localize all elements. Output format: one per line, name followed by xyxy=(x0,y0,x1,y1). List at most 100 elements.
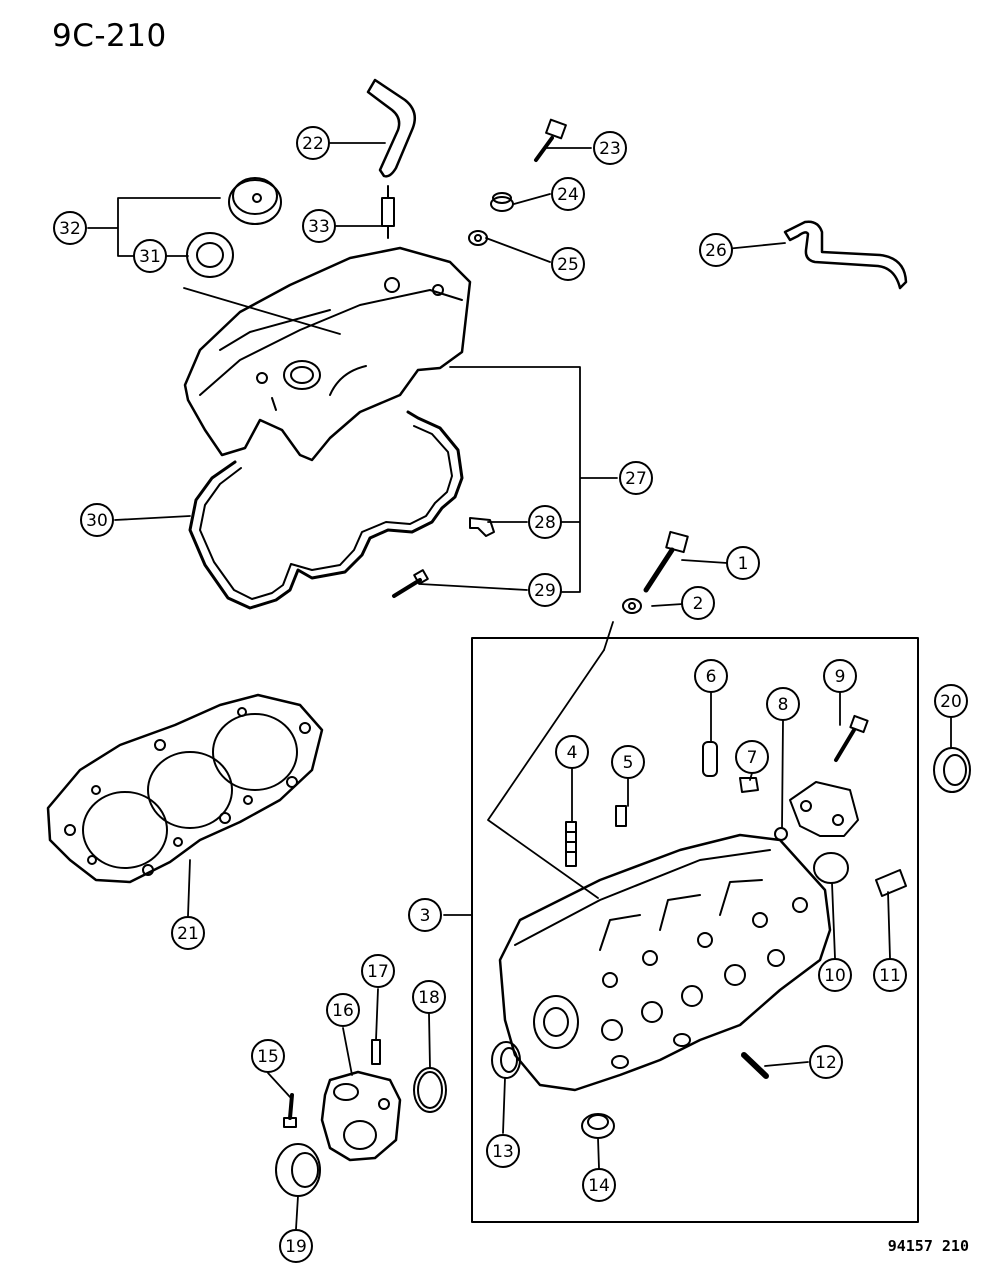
callout-17: 17 xyxy=(361,954,395,988)
page-code: 9C-210 xyxy=(52,18,167,54)
callout-circle xyxy=(823,659,857,693)
callout-number: 7 xyxy=(747,748,758,768)
cap-seal-part xyxy=(186,232,234,278)
callout-31: 31 xyxy=(133,239,167,273)
valve-guide-6-part xyxy=(702,741,718,777)
o-ring-part xyxy=(413,1067,447,1113)
callout-number: 19 xyxy=(285,1237,307,1257)
callout-7: 7 xyxy=(735,740,769,774)
callout-number: 18 xyxy=(418,988,440,1008)
callout-circle xyxy=(934,684,968,718)
fastener-28-part xyxy=(469,517,495,537)
callout-number: 4 xyxy=(567,743,578,763)
callout-circle xyxy=(133,239,167,273)
callout-22: 22 xyxy=(296,126,330,160)
seal-20-part xyxy=(933,747,971,793)
callout-21: 21 xyxy=(171,916,205,950)
cup-plug-10-part xyxy=(813,852,849,884)
callout-19: 19 xyxy=(279,1229,313,1263)
callout-circle xyxy=(279,1229,313,1263)
callout-number: 13 xyxy=(492,1142,514,1162)
thermostat-housing-part xyxy=(320,1070,402,1162)
callout-number: 22 xyxy=(302,134,324,154)
callout-number: 10 xyxy=(824,966,846,986)
callout-number: 32 xyxy=(59,219,81,239)
washer-part xyxy=(622,598,642,614)
callout-number: 14 xyxy=(588,1176,610,1196)
callout-25: 25 xyxy=(551,247,585,281)
callout-number: 30 xyxy=(86,511,108,531)
callout-12: 12 xyxy=(809,1045,843,1079)
valve-guide-11-part xyxy=(875,869,907,897)
callout-16: 16 xyxy=(326,993,360,1027)
callout-29: 29 xyxy=(528,573,562,607)
callout-circle xyxy=(528,505,562,539)
callout-11: 11 xyxy=(873,958,907,992)
head-bolt-part xyxy=(643,530,689,593)
callout-circle xyxy=(408,898,442,932)
callout-number: 3 xyxy=(420,906,431,926)
plug-7-part xyxy=(739,777,759,793)
callout-number: 5 xyxy=(623,753,634,773)
callout-circle xyxy=(528,573,562,607)
callout-26: 26 xyxy=(699,233,733,267)
cylinder-head-group-frame xyxy=(471,637,919,1223)
callout-circle xyxy=(699,233,733,267)
hose-26-part xyxy=(783,220,908,290)
seal-19-part xyxy=(275,1143,321,1197)
callout-circle xyxy=(326,993,360,1027)
callout-circle xyxy=(551,247,585,281)
callout-circle xyxy=(486,1134,520,1168)
callout-circle xyxy=(555,735,589,769)
callout-number: 29 xyxy=(534,581,556,601)
callout-15: 15 xyxy=(251,1039,285,1073)
callout-circle xyxy=(681,586,715,620)
head-gasket-part xyxy=(46,693,324,884)
callout-circle xyxy=(551,177,585,211)
callout-circle xyxy=(818,958,852,992)
oil-filler-cap-part xyxy=(228,177,282,225)
callout-circle xyxy=(302,209,336,243)
callout-circle xyxy=(171,916,205,950)
callout-circle xyxy=(726,546,760,580)
callout-circle xyxy=(619,461,653,495)
figure-reference-code: 94157 210 xyxy=(887,1237,969,1255)
callout-number: 26 xyxy=(705,241,727,261)
callout-number: 8 xyxy=(778,695,789,715)
callout-6: 6 xyxy=(694,659,728,693)
callout-circle xyxy=(251,1039,285,1073)
callout-number: 21 xyxy=(177,924,199,944)
callout-4: 4 xyxy=(555,735,589,769)
callout-number: 24 xyxy=(557,185,579,205)
callout-30: 30 xyxy=(80,503,114,537)
cylinder-head-cover-part xyxy=(183,246,472,462)
callout-number: 17 xyxy=(367,962,389,982)
grommet-24-part xyxy=(490,192,514,212)
callout-circle xyxy=(361,954,395,988)
cylinder-head-part xyxy=(498,833,832,1092)
callout-20: 20 xyxy=(934,684,968,718)
callout-circle xyxy=(694,659,728,693)
callout-number: 25 xyxy=(557,255,579,275)
callout-number: 27 xyxy=(625,469,647,489)
callout-circle xyxy=(766,687,800,721)
callout-8: 8 xyxy=(766,687,800,721)
callout-28: 28 xyxy=(528,505,562,539)
callout-circle xyxy=(53,211,87,245)
callout-circle xyxy=(412,980,446,1014)
callout-number: 9 xyxy=(835,667,846,687)
callout-circle xyxy=(809,1045,843,1079)
callout-2: 2 xyxy=(681,586,715,620)
callout-number: 6 xyxy=(706,667,717,687)
callout-number: 15 xyxy=(257,1047,279,1067)
pcv-valve-part xyxy=(381,185,395,239)
callout-number: 11 xyxy=(879,966,901,986)
callout-number: 20 xyxy=(940,692,962,712)
callout-circle xyxy=(593,131,627,165)
stud-29-part xyxy=(392,569,429,598)
callout-number: 2 xyxy=(693,594,704,614)
callout-10: 10 xyxy=(818,958,852,992)
seal-13-part xyxy=(491,1041,521,1079)
